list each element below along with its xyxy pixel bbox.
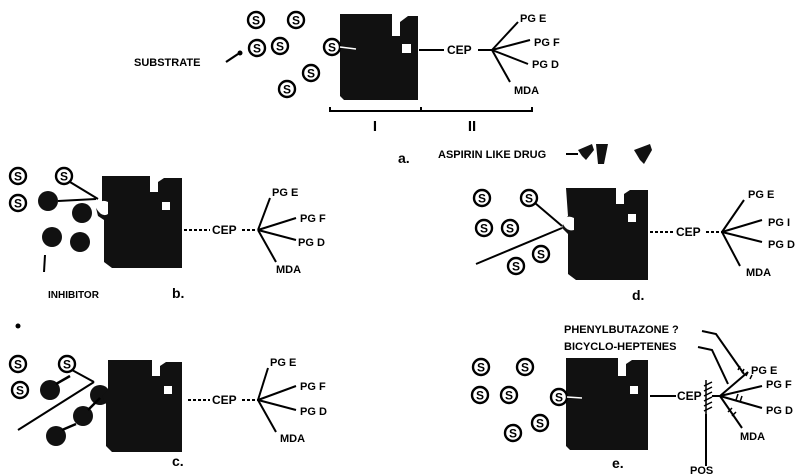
product-label: MDA — [280, 433, 305, 445]
product-label: MDA — [746, 267, 771, 279]
inhibitor-pointer — [702, 331, 744, 374]
product-label: PG D — [298, 237, 325, 249]
substrate-molecule — [532, 415, 548, 431]
product-label: PG E — [751, 365, 777, 377]
drug-label: ASPIRIN LIKE DRUG — [438, 149, 546, 161]
substrate-molecule — [476, 220, 492, 236]
product-label: PG E — [270, 357, 296, 369]
substrate-label: SUBSTRATE — [134, 57, 200, 69]
region-label-i: I — [373, 118, 377, 135]
substrate-molecule — [10, 168, 26, 184]
panel-caption-c: c. — [172, 453, 184, 469]
product-label: MDA — [740, 431, 765, 443]
inhibitor-pointer — [44, 255, 45, 272]
product-label: MDA — [514, 85, 539, 97]
substrate-molecule — [533, 246, 549, 262]
panel-b: INHIBITOR CEP PG E PG F PG D MDA b. — [10, 168, 326, 301]
panel-caption-a: a. — [398, 150, 410, 166]
enzyme-block — [96, 176, 182, 268]
inhibitor-molecule — [70, 232, 90, 252]
product-label: PG F — [300, 381, 326, 393]
region-bracket-ii — [421, 107, 532, 111]
panel-a: SUBSTRATE CEP PG E PG F PG D MDA I II a. — [134, 12, 560, 166]
panel-caption-d: d. — [632, 287, 644, 303]
substrate-molecule — [473, 359, 489, 375]
product-label: PG F — [766, 379, 792, 391]
substrate-molecule — [272, 38, 288, 54]
branch-line — [492, 50, 528, 64]
product-label: PG F — [534, 37, 560, 49]
panel-caption-e: e. — [612, 455, 624, 471]
product-label: PG E — [748, 189, 774, 201]
product-label: PG E — [520, 13, 546, 25]
inhibitor-molecule — [72, 203, 92, 223]
substrate-molecule — [249, 40, 265, 56]
aspirin-molecule — [596, 144, 608, 164]
substrate-molecule — [508, 258, 524, 274]
enzyme-block — [102, 360, 182, 452]
bottom-label: POS — [690, 465, 713, 475]
substrate-molecule — [288, 12, 304, 28]
panel-d: ASPIRIN LIKE DRUG CEP PG E PG I PG D MDA… — [438, 144, 795, 303]
inhibitor-molecule — [38, 191, 58, 211]
product-label: PG D — [768, 239, 795, 251]
product-label: PG F — [300, 213, 326, 225]
blocking-hatch — [704, 380, 712, 414]
substrate-molecule — [303, 65, 319, 81]
inhibitor-label: INHIBITOR — [48, 290, 100, 301]
substrate-molecule — [505, 425, 521, 441]
product-label: PG D — [300, 406, 327, 418]
panel-c: CEP PG E PG F PG D MDA c. — [10, 324, 327, 470]
cep-label: CEP — [212, 393, 237, 407]
inhibitor-label-bicycloheptenes: BICYCLO-HEPTENES — [564, 341, 676, 353]
inhibitor-label-phenylbutazone: PHENYLBUTAZONE ? — [564, 324, 679, 336]
panel-caption-b: b. — [172, 285, 184, 301]
aspirin-molecule — [634, 144, 652, 164]
substrate-molecule — [501, 387, 517, 403]
product-label: MDA — [276, 264, 301, 276]
inhibitor-pointer — [698, 347, 728, 384]
aspirin-molecule — [578, 144, 594, 160]
substrate-molecule — [10, 356, 26, 372]
cep-label: CEP — [447, 43, 472, 57]
product-label: PG I — [768, 217, 790, 229]
substrate-molecule — [10, 195, 26, 211]
substrate-molecule — [279, 81, 295, 97]
substrate-molecule — [474, 190, 490, 206]
enzyme-block — [562, 188, 648, 280]
region-label-ii: II — [468, 118, 476, 135]
substrate-molecule — [517, 359, 533, 375]
inhibitor-molecule — [42, 227, 62, 247]
panel-e: PHENYLBUTAZONE ? BICYCLO-HEPTENES CEP — [472, 324, 793, 475]
bound-substrate — [324, 39, 340, 55]
substrate-molecule — [472, 387, 488, 403]
enzyme-block — [566, 358, 648, 450]
product-label: PG D — [766, 405, 793, 417]
enzyme-block — [340, 14, 418, 100]
substrate-molecule — [502, 220, 518, 236]
region-bracket-i — [330, 107, 421, 111]
bound-substrate — [551, 389, 567, 405]
product-label: PG D — [532, 59, 559, 71]
substrate-molecule — [248, 12, 264, 28]
cep-label: CEP — [677, 389, 702, 403]
substrate-molecule — [12, 382, 28, 398]
substrate-pointer — [226, 54, 238, 62]
cep-label: CEP — [212, 223, 237, 237]
cep-label: CEP — [676, 225, 701, 239]
product-label: PG E — [272, 187, 298, 199]
branch-line — [492, 50, 510, 82]
substrate-molecule — [56, 168, 72, 184]
